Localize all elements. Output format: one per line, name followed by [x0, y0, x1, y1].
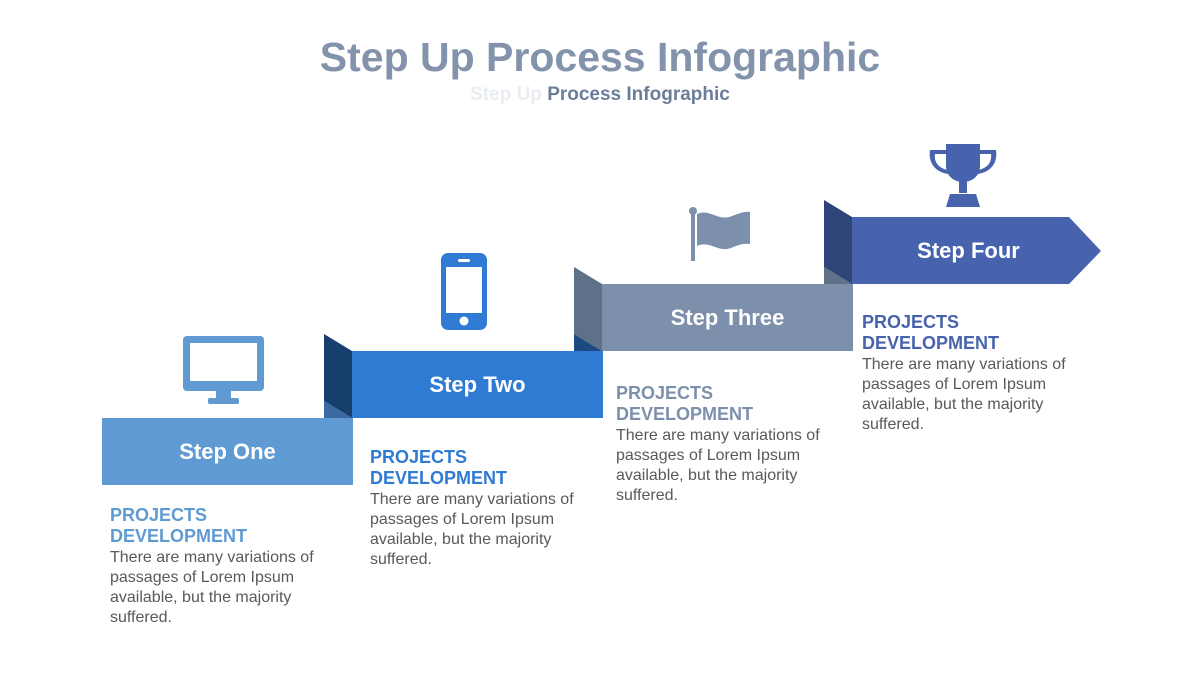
- step-three-description: There are many variations of passages of…: [616, 427, 820, 504]
- monitor-icon: [183, 336, 264, 404]
- step-four-heading-line1: PROJECTS: [862, 312, 960, 332]
- subtitle-strong: Process Infographic: [547, 84, 730, 105]
- step-two-heading-line1: PROJECTS: [370, 447, 468, 467]
- step-one-heading-line1: PROJECTS: [110, 505, 208, 525]
- step-four-text: PROJECTS DEVELOPMENT There are many vari…: [862, 312, 1092, 435]
- flag-icon: [689, 207, 750, 261]
- step-one-description: There are many variations of passages of…: [110, 549, 314, 626]
- smartphone-icon: [441, 253, 487, 330]
- step-two-bar: Step Two: [352, 351, 603, 418]
- step-three-label: Step Three: [670, 304, 785, 330]
- step-three-text: PROJECTS DEVELOPMENT There are many vari…: [616, 383, 846, 506]
- step-three-heading-line1: PROJECTS: [616, 383, 714, 403]
- step-two-description: There are many variations of passages of…: [370, 491, 574, 568]
- subtitle-faint: Step Up: [470, 84, 542, 105]
- step-four-arrow: [851, 217, 1101, 284]
- page-subtitle: Step Up Process Infographic: [0, 84, 1200, 106]
- step-one-text: PROJECTS DEVELOPMENT There are many vari…: [110, 505, 340, 628]
- step-one-heading: PROJECTS DEVELOPMENT: [110, 505, 310, 547]
- step-four-description: There are many variations of passages of…: [862, 356, 1066, 433]
- step-two-heading-line2: DEVELOPMENT: [370, 468, 508, 488]
- step-two-label: Step Two: [429, 371, 526, 397]
- step-four-label: Step Four: [917, 237, 1020, 263]
- fold-two-three: [574, 267, 602, 351]
- step-one-bar: Step One: [102, 418, 353, 485]
- step-four-heading: PROJECTS DEVELOPMENT: [862, 312, 1062, 354]
- fold-one-two: [324, 334, 352, 418]
- step-four-heading-line2: DEVELOPMENT: [862, 333, 1000, 353]
- step-two-text: PROJECTS DEVELOPMENT There are many vari…: [370, 447, 600, 570]
- step-four-label-box: Step Four: [851, 217, 1086, 284]
- fold-three-four: [824, 200, 852, 284]
- step-two-heading: PROJECTS DEVELOPMENT: [370, 447, 570, 489]
- step-three-heading-line2: DEVELOPMENT: [616, 404, 754, 424]
- step-three-bar: Step Three: [602, 284, 853, 351]
- trophy-icon: [929, 144, 997, 207]
- step-one-label: Step One: [179, 438, 276, 464]
- step-three-heading: PROJECTS DEVELOPMENT: [616, 383, 816, 425]
- page-title: Step Up Process Infographic: [319, 34, 881, 80]
- step-one-heading-line2: DEVELOPMENT: [110, 526, 248, 546]
